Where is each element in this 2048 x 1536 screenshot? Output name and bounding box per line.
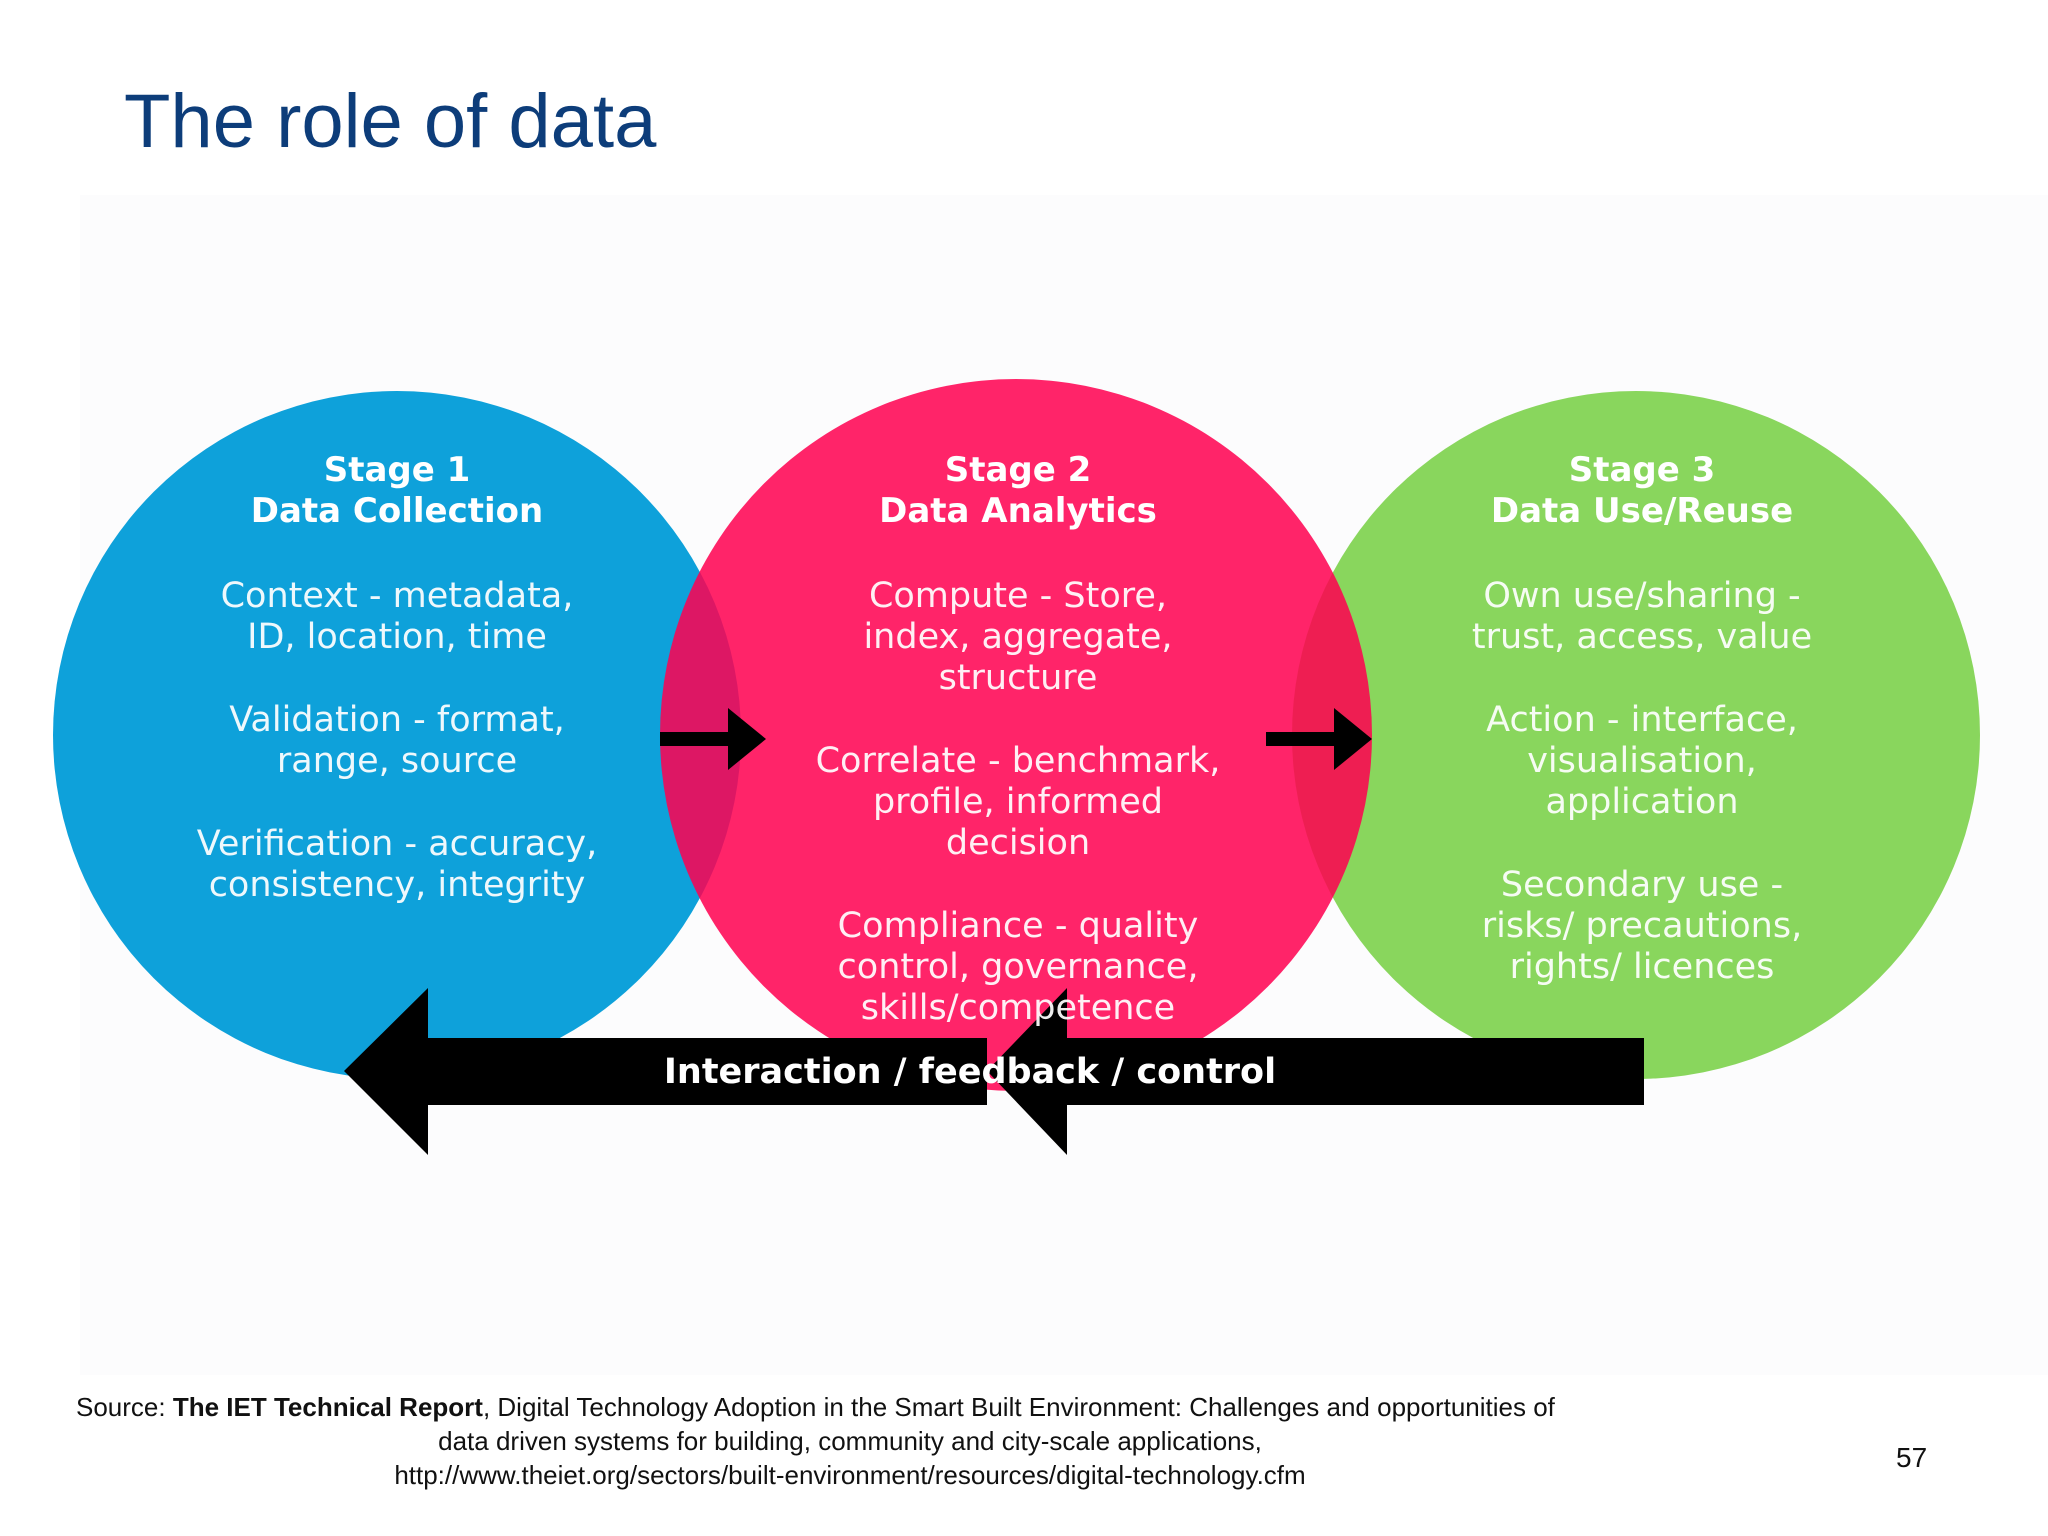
stage-2-item-compute: Compute - Store, index, aggregate, struc… bbox=[863, 576, 1173, 698]
stage-3-item-secondary-use: Secondary use - risks/ precautions, righ… bbox=[1481, 865, 1803, 987]
stage-1-circle bbox=[53, 391, 741, 1079]
stage-2-heading: Stage 2 Data Analytics bbox=[698, 450, 1338, 532]
source-citation: Source: The IET Technical Report, Digita… bbox=[60, 1390, 1640, 1492]
arrow-shaft bbox=[660, 732, 732, 746]
source-title: , Digital Technology Adoption in the Sma… bbox=[482, 1392, 1555, 1422]
source-url: http://www.theiet.org/sectors/built-envi… bbox=[394, 1460, 1306, 1490]
source-line-2: data driven systems for building, commun… bbox=[438, 1426, 1262, 1456]
stage-1-item-verification: Verification - accuracy, consistency, in… bbox=[196, 824, 598, 905]
stage-1-heading: Stage 1 Data Collection bbox=[77, 450, 717, 532]
source-report-name: The IET Technical Report bbox=[172, 1392, 483, 1422]
stage-3-item-own-use: Own use/sharing - trust, access, value bbox=[1471, 576, 1813, 657]
stage-1-number: Stage 1 bbox=[323, 450, 471, 490]
stage-2-number: Stage 2 bbox=[944, 450, 1092, 490]
feedback-arrow bbox=[344, 988, 1644, 1155]
stage-3-name: Data Use/Reuse bbox=[1490, 491, 1794, 531]
stage-1-text: Stage 1 Data Collection Context - metada… bbox=[77, 450, 717, 948]
stage-3-heading: Stage 3 Data Use/Reuse bbox=[1322, 450, 1962, 532]
stage-2-name: Data Analytics bbox=[879, 491, 1157, 531]
arrow-head bbox=[1334, 708, 1372, 770]
stage-1-item-context: Context - metadata, ID, location, time bbox=[220, 576, 574, 657]
stage-1-name: Data Collection bbox=[250, 491, 544, 531]
stage-3-text: Stage 3 Data Use/Reuse Own use/sharing -… bbox=[1322, 450, 1962, 1030]
arrow-stage1-to-stage2 bbox=[660, 708, 766, 770]
arrow-shaft bbox=[1266, 732, 1338, 746]
page-number: 57 bbox=[1896, 1442, 1928, 1473]
feedback-arrow-label: Interaction / feedback / control bbox=[663, 1052, 1277, 1092]
stage-2-circle bbox=[660, 379, 1372, 1091]
stage-3-circle bbox=[1292, 391, 1980, 1079]
arrow-head bbox=[728, 708, 766, 770]
page-title: The role of data bbox=[124, 79, 657, 164]
stage-2-item-correlate: Correlate - benchmark, profile, informed… bbox=[815, 741, 1221, 863]
arrow-stage2-to-stage3 bbox=[1266, 708, 1372, 770]
stage-2-item-compliance: Compliance - quality control, governance… bbox=[837, 906, 1199, 1028]
stage-3-item-action: Action - interface, visualisation, appli… bbox=[1486, 700, 1798, 822]
stage-2-text: Stage 2 Data Analytics Compute - Store, … bbox=[698, 450, 1338, 1071]
stage-1-item-validation: Validation - format, range, source bbox=[229, 700, 565, 781]
source-prefix: Source: bbox=[76, 1392, 173, 1422]
stage-3-number: Stage 3 bbox=[1568, 450, 1716, 490]
source-line-1: Source: The IET Technical Report, Digita… bbox=[60, 1390, 1640, 1424]
